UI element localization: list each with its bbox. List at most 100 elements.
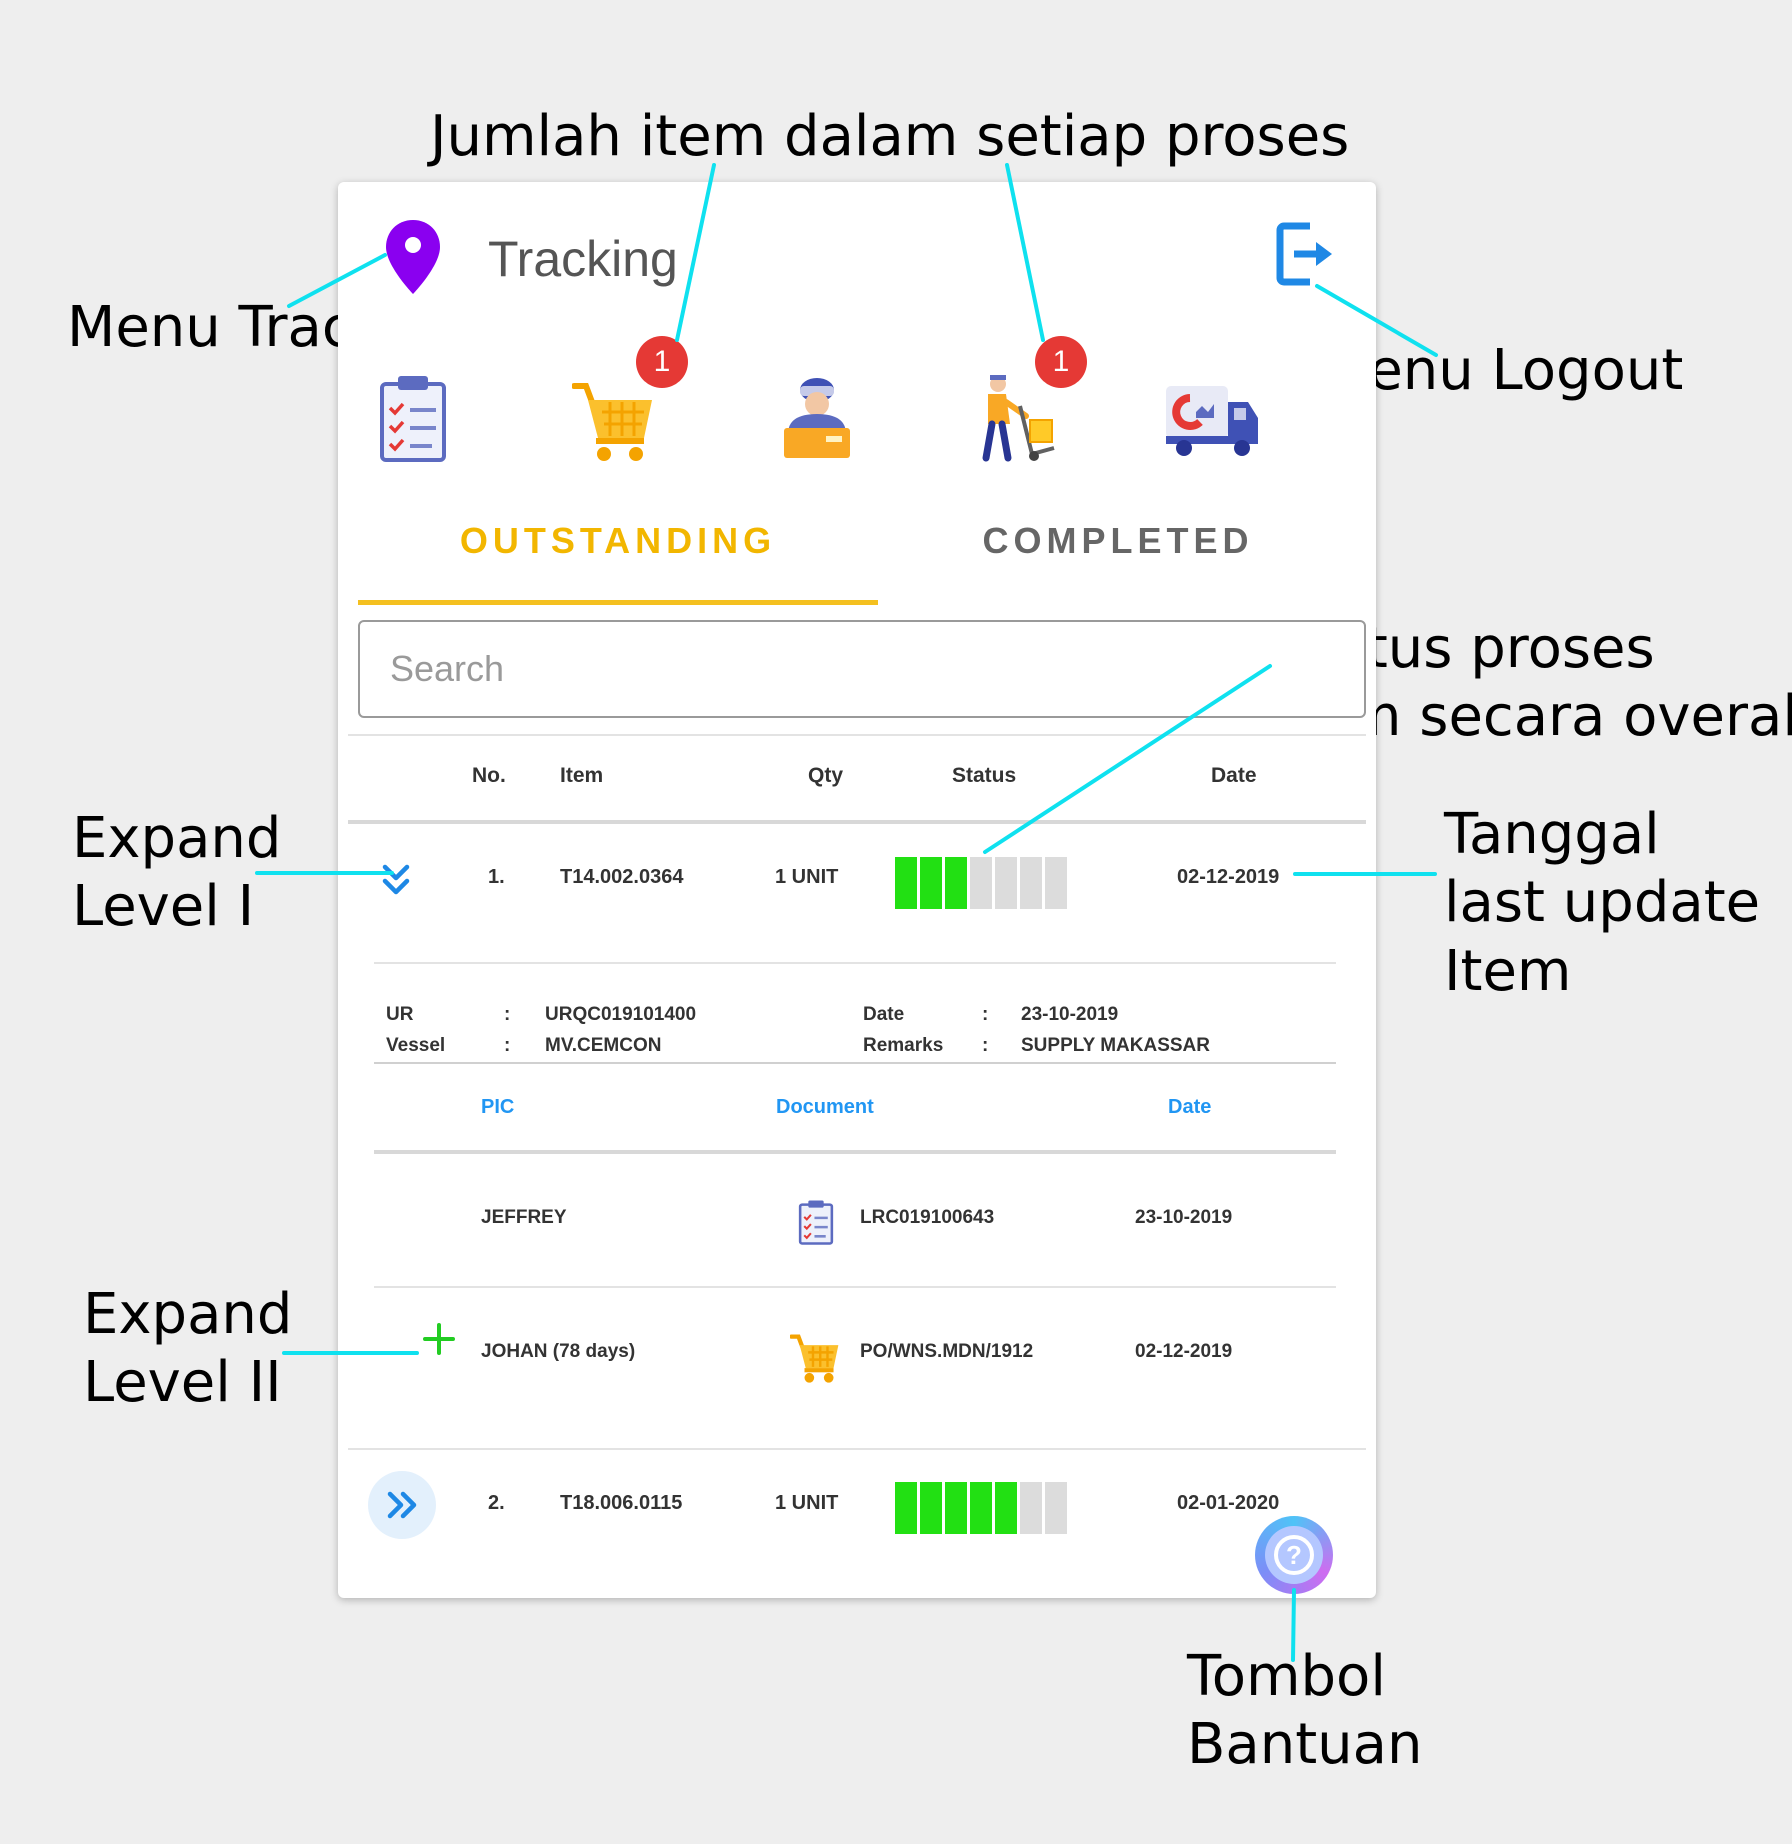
status-segment-empty: [1020, 857, 1042, 909]
row-2-qty: 1 UNIT: [775, 1492, 839, 1514]
chevron-double-down-icon: [382, 864, 410, 895]
plus-icon: [423, 1323, 455, 1355]
shopping-cart-icon: [789, 1334, 839, 1383]
sub-row-1-document: LRC019100643: [860, 1207, 995, 1228]
status-segment-empty: [970, 857, 992, 909]
header-item: Item: [560, 764, 604, 787]
status-segment-filled: [945, 857, 967, 909]
process-purchase-icon[interactable]: [571, 372, 658, 464]
sub-row-1-pic: JEFFREY: [481, 1207, 567, 1228]
sub-header-date: Date: [1168, 1096, 1212, 1118]
sub-header-divider: [374, 1150, 1336, 1154]
shopping-cart-icon: [571, 383, 652, 461]
row-2-status-bar: [895, 1482, 1075, 1536]
badge-delivery: 1: [1035, 336, 1087, 388]
row-1-divider: [374, 962, 1336, 964]
sub-row-1-doc-icon: [794, 1195, 838, 1249]
status-segment-filled: [970, 1482, 992, 1534]
chevron-double-right-icon: [387, 1491, 417, 1519]
annotation-tombol-bantuan: Tombol Bantuan: [1187, 1643, 1422, 1780]
row-1-qty: 1 UNIT: [775, 866, 839, 888]
help-question-icon: ?: [1274, 1535, 1314, 1575]
clipboard-checklist-icon: [798, 1200, 834, 1245]
detail-remarks-label: Remarks: [863, 1035, 944, 1056]
annotation-tanggal-line1: Tanggal: [1444, 802, 1660, 867]
annotation-expand-level-1: Expand Level I: [72, 805, 281, 942]
status-segment-empty: [1020, 1482, 1042, 1534]
clipboard-checklist-icon: [380, 376, 446, 462]
process-request-icon[interactable]: [370, 372, 456, 464]
row-2-no: 2.: [488, 1492, 505, 1514]
sub-row-2-date: 02-12-2019: [1135, 1341, 1233, 1362]
badge-purchase: 1: [636, 336, 688, 388]
header-no: No.: [472, 764, 506, 787]
status-segment-filled: [945, 1482, 967, 1534]
detail-remarks-value: SUPPLY MAKASSAR: [1021, 1035, 1210, 1056]
expand-level-2-button[interactable]: [422, 1322, 456, 1356]
status-segment-filled: [895, 857, 917, 909]
header-status: Status: [952, 764, 1017, 787]
status-segment-empty: [995, 857, 1017, 909]
detail-end-divider: [348, 1448, 1366, 1450]
tracking-app-card: Tracking 1: [338, 182, 1376, 1598]
hand-truck-icon: [982, 375, 1055, 462]
status-segment-filled: [995, 1482, 1017, 1534]
delivery-truck-icon: [1166, 386, 1258, 456]
detail-date-label: Date: [863, 1004, 905, 1025]
annotation-tombol-line1: Tombol: [1187, 1644, 1386, 1709]
annotation-expand1-line1: Expand: [72, 806, 282, 871]
sub-header-pic: PIC: [481, 1096, 515, 1118]
row-1-no: 1.: [488, 866, 505, 888]
detail-date-sep: :: [982, 1004, 989, 1025]
annotation-tanggal-line2: last update: [1444, 870, 1761, 936]
process-delivery-icon[interactable]: [974, 372, 1060, 464]
detail-divider: [374, 1062, 1336, 1064]
search-box: [358, 620, 1366, 718]
row-2-item: T18.006.0115: [560, 1492, 683, 1514]
row-1-date: 02-12-2019: [1177, 866, 1280, 888]
row-1-status-bar: [895, 857, 1075, 911]
status-segment-filled: [920, 857, 942, 909]
status-segment-empty: [1045, 857, 1067, 909]
process-warehouse-icon[interactable]: [774, 372, 860, 464]
tab-completed[interactable]: COMPLETED: [982, 520, 1254, 561]
header-date: Date: [1211, 764, 1257, 787]
tab-active-indicator: [358, 600, 878, 605]
sub-row-2-pic: JOHAN (78 days): [481, 1341, 636, 1362]
menu-tracking-button[interactable]: [384, 218, 442, 296]
header-qty: Qty: [808, 764, 844, 787]
tab-outstanding[interactable]: OUTSTANDING: [459, 520, 777, 561]
help-button-inner: ?: [1265, 1526, 1323, 1584]
search-input[interactable]: [390, 648, 1290, 690]
sub-row-1-date: 23-10-2019: [1135, 1207, 1233, 1228]
row-1-item: T14.002.0364: [560, 866, 684, 888]
annotation-tanggal-line3: Item: [1444, 938, 1572, 1004]
header-divider: [348, 820, 1366, 824]
sub-row-2-doc-icon: [789, 1328, 842, 1384]
search-divider: [348, 734, 1366, 736]
process-shipping-icon[interactable]: [1162, 372, 1262, 464]
expand-row-2-button[interactable]: [368, 1471, 436, 1539]
annotation-jumlah-item: Jumlah item dalam setiap proses: [430, 104, 1350, 169]
annotation-expand2-line2: Level II: [83, 1350, 282, 1416]
status-segment-filled: [920, 1482, 942, 1534]
sub-row-2-document: PO/WNS.MDN/1912: [860, 1341, 1034, 1362]
expand-level-1-button[interactable]: [382, 862, 410, 898]
logout-button[interactable]: [1276, 222, 1336, 286]
detail-ur-sep: :: [504, 1004, 511, 1025]
warehouse-worker-icon: [784, 378, 850, 458]
sub-header-document: Document: [776, 1096, 874, 1118]
annotation-expand1-line2: Level I: [72, 874, 255, 940]
detail-remarks-sep: :: [982, 1035, 989, 1056]
logout-icon: [1276, 222, 1332, 286]
annotation-tombol-line2: Bantuan: [1187, 1712, 1423, 1778]
detail-ur-label: UR: [386, 1004, 414, 1025]
status-segment-empty: [1045, 1482, 1067, 1534]
annotation-tanggal: Tanggal last update Item: [1444, 801, 1760, 1006]
help-button[interactable]: ?: [1255, 1516, 1333, 1594]
annotation-expand2-line1: Expand: [83, 1282, 293, 1347]
status-segment-filled: [895, 1482, 917, 1534]
annotation-expand-level-2: Expand Level II: [83, 1281, 292, 1418]
sub-row-1-divider: [374, 1286, 1336, 1288]
detail-ur-value: URQC019101400: [545, 1004, 697, 1025]
